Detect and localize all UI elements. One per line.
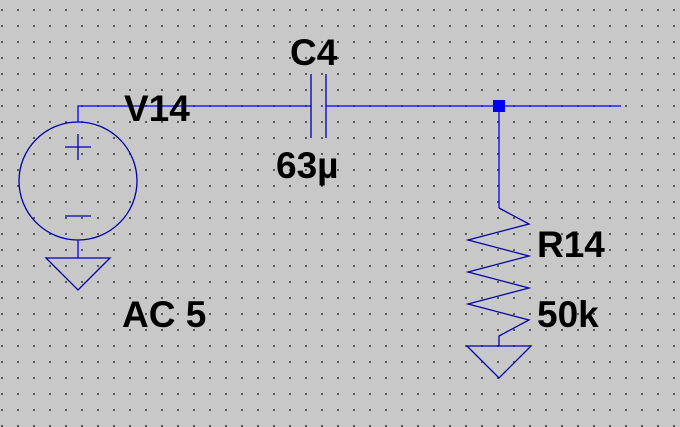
wire-source-to-capacitor[interactable] xyxy=(77,105,311,122)
voltage-source-v14[interactable] xyxy=(18,121,138,241)
plus-icon xyxy=(65,134,91,160)
c4-value-label[interactable]: 63µ xyxy=(276,145,338,186)
r14-name-label[interactable]: R14 xyxy=(537,224,605,265)
v14-value-label[interactable]: AC 5 xyxy=(122,294,206,335)
junction-node[interactable] xyxy=(493,100,505,112)
v14-name-label[interactable]: V14 xyxy=(124,88,190,129)
resistor-zigzag xyxy=(465,207,532,346)
resistor-r14[interactable] xyxy=(465,207,532,346)
capacitor-c4[interactable] xyxy=(310,74,327,138)
ground-icon-resistor xyxy=(465,345,533,379)
voltage-source-body xyxy=(18,121,138,241)
r14-value-label[interactable]: 50k xyxy=(537,294,599,335)
c4-name-label[interactable]: C4 xyxy=(290,32,338,73)
ground-icon-source xyxy=(44,257,112,291)
